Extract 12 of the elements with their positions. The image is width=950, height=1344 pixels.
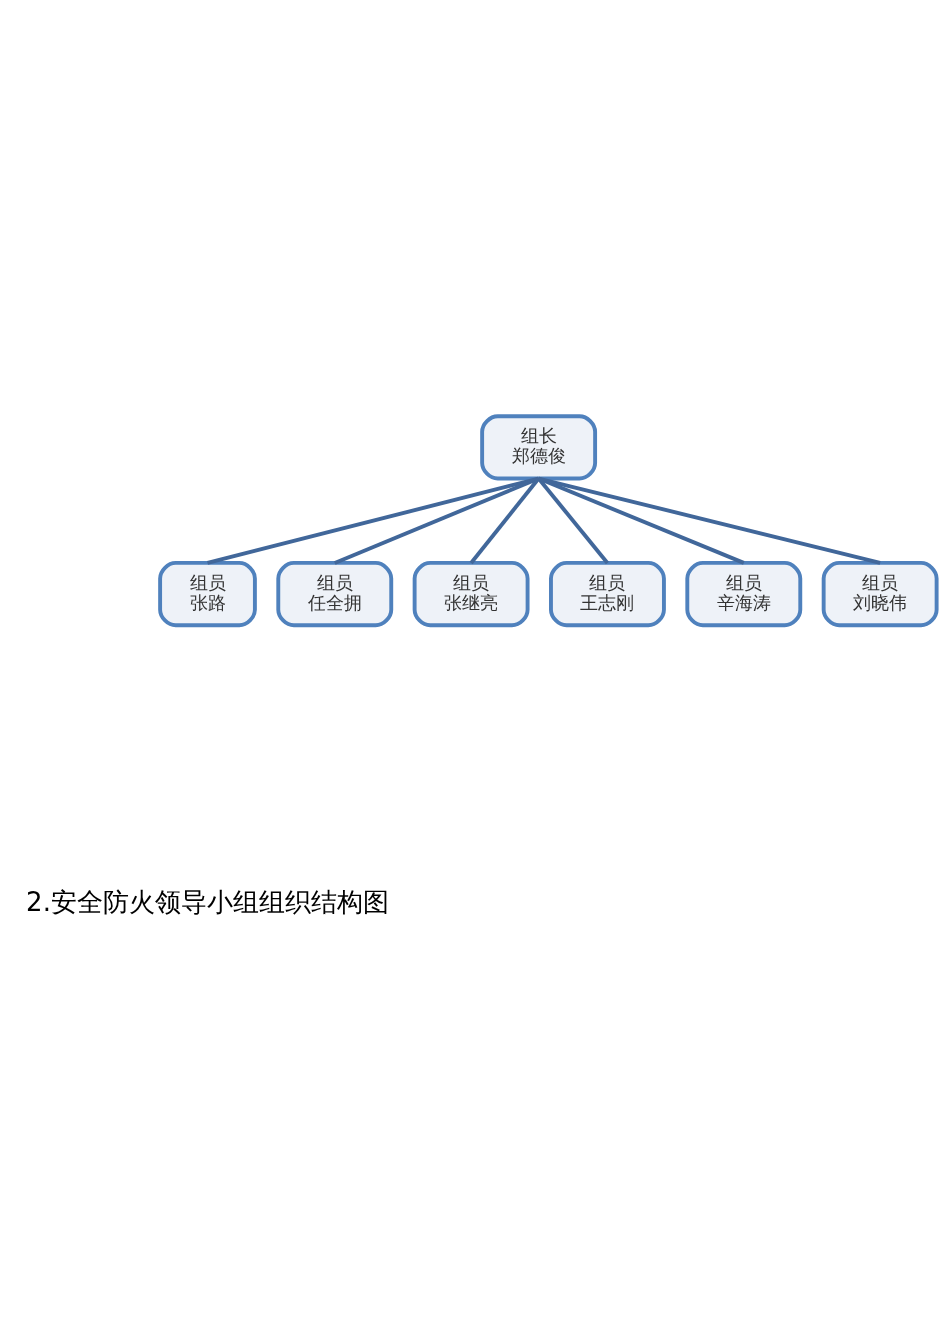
node-box: 组员 王志刚 bbox=[549, 560, 666, 628]
node-box: 组员 张继亮 bbox=[412, 560, 530, 628]
connector bbox=[334, 476, 540, 565]
label: 2.安全防火领导小组组织结构图 bbox=[26, 886, 389, 917]
connector bbox=[537, 476, 745, 565]
connector bbox=[207, 476, 540, 565]
node-box: 组员 张路 bbox=[158, 560, 257, 628]
node-box: 组长 郑德俊 bbox=[480, 414, 598, 481]
node-box: 组员 辛海涛 bbox=[685, 560, 803, 628]
node-box: 组员 刘晓伟 bbox=[821, 560, 939, 628]
connector bbox=[538, 476, 881, 565]
node-box: 组员 任全拥 bbox=[276, 560, 394, 628]
